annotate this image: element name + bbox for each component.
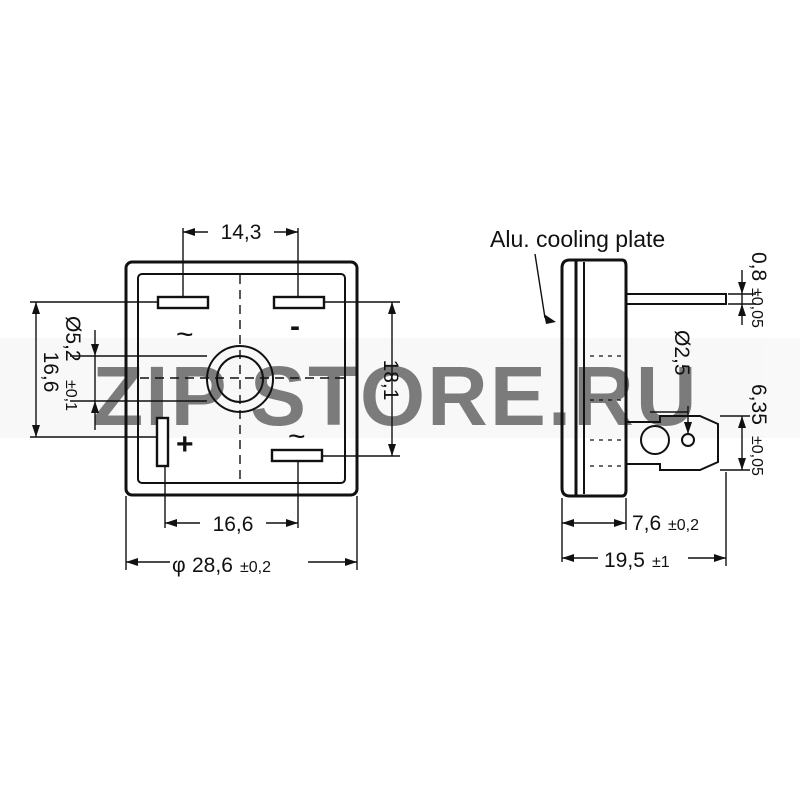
dim-16-6-arrow-right (286, 519, 298, 527)
dim-28-6-label: 28,6 (192, 554, 233, 577)
cooling-plate-label: Alu. cooling plate (490, 226, 665, 252)
terminal-label-plus: + (176, 428, 194, 461)
watermark: ZIP STORE.RU (0, 338, 800, 443)
dim-14-3-label-bg (208, 218, 274, 242)
terminal-label-minus: - (290, 310, 300, 343)
terminal-pad-plus (155, 416, 170, 468)
terminal-pin-top (625, 293, 727, 305)
dim-16-6-label: 16,6 (213, 513, 254, 536)
dim-19-5-label: 19,5 (604, 549, 645, 572)
dim-16-6-label-bg (200, 511, 266, 535)
dim-right-18-1-arrow-bottom (388, 444, 396, 456)
package-body-side (576, 258, 628, 498)
dim-28-6-symbol: φ (172, 554, 186, 577)
dim-19-5-tolerance: ±1 (652, 554, 670, 571)
dim-hole-tolerance: ±0,1 (62, 380, 79, 411)
dim-7-6-arrow-right (614, 519, 626, 527)
pin-body-circle (640, 425, 670, 455)
package-inner-outline (137, 273, 346, 484)
dim-hole-arrow-top (91, 344, 99, 356)
dim-0-8-tolerance: ±0,05 (748, 288, 765, 328)
cooling-plate-leader (534, 253, 546, 319)
terminal-pin-bottom (626, 415, 719, 471)
dim-hole-label: Ø5,2 (61, 316, 84, 362)
dim-19-5-arrow-left (562, 554, 574, 562)
terminal-label-ac-bottom: ~ (288, 420, 306, 453)
dim-pin-hole-label: Ø2,5 (670, 330, 693, 376)
dim-left-16-6-arrow-bottom (32, 425, 40, 437)
mounting-hole-inner (216, 355, 264, 403)
package-outer-outline (124, 260, 359, 497)
cooling-plate-arrow (544, 314, 556, 324)
front-view: ~ - ~ + 14,3 16,6 φ 28,6 ±0,2 (30, 218, 402, 577)
dim-19-5-arrow-right (714, 554, 726, 562)
dim-6-35-arrow-top (738, 416, 746, 428)
dim-6-35-arrow-bottom (738, 458, 746, 470)
dim-0-8-label: 0,8 (747, 252, 770, 281)
dim-7-6-tolerance: ±0,2 (668, 517, 699, 534)
dim-7-6-arrow-left (562, 519, 574, 527)
dim-right-18-1-arrow-top (388, 302, 396, 314)
dim-pin-hole-arrow (684, 422, 692, 434)
mounting-hole-outer (206, 345, 274, 413)
dim-14-3-arrow-right (286, 228, 298, 236)
dim-7-6-label: 7,6 (632, 512, 661, 535)
terminal-pad-minus (272, 295, 326, 310)
dim-0-8-arrow-bottom (738, 304, 746, 316)
dim-hole-arrow-bottom (91, 401, 99, 413)
dim-left-16-6-arrow-top (32, 302, 40, 314)
dim-14-3-arrow-left (183, 228, 195, 236)
dim-28-6-tolerance: ±0,2 (240, 559, 271, 576)
dim-0-8-arrow-top (738, 282, 746, 294)
dim-6-35-tolerance: ±0,05 (748, 436, 765, 476)
watermark-right: STORE.RU (250, 349, 699, 443)
dim-14-3-label: 14,3 (221, 221, 262, 244)
dim-16-6-arrow-left (165, 519, 177, 527)
terminal-pad-ac-top (156, 295, 210, 310)
watermark-band (0, 338, 800, 438)
dim-28-6-arrow-left (126, 558, 138, 566)
terminal-label-ac-top: ~ (176, 318, 194, 351)
dim-right-18-1-label: 18,1 (379, 360, 402, 401)
dim-6-35-label: 6,35 (747, 384, 770, 425)
dim-left-16-6-label: 16,6 (39, 352, 62, 393)
dim-19-5-label-bg (598, 545, 688, 569)
dim-28-6-label-bg (170, 548, 308, 574)
side-view: Alu. cooling plate 0,8 ±0,05 Ø2,5 (490, 226, 770, 572)
dim-28-6-arrow-right (345, 558, 357, 566)
